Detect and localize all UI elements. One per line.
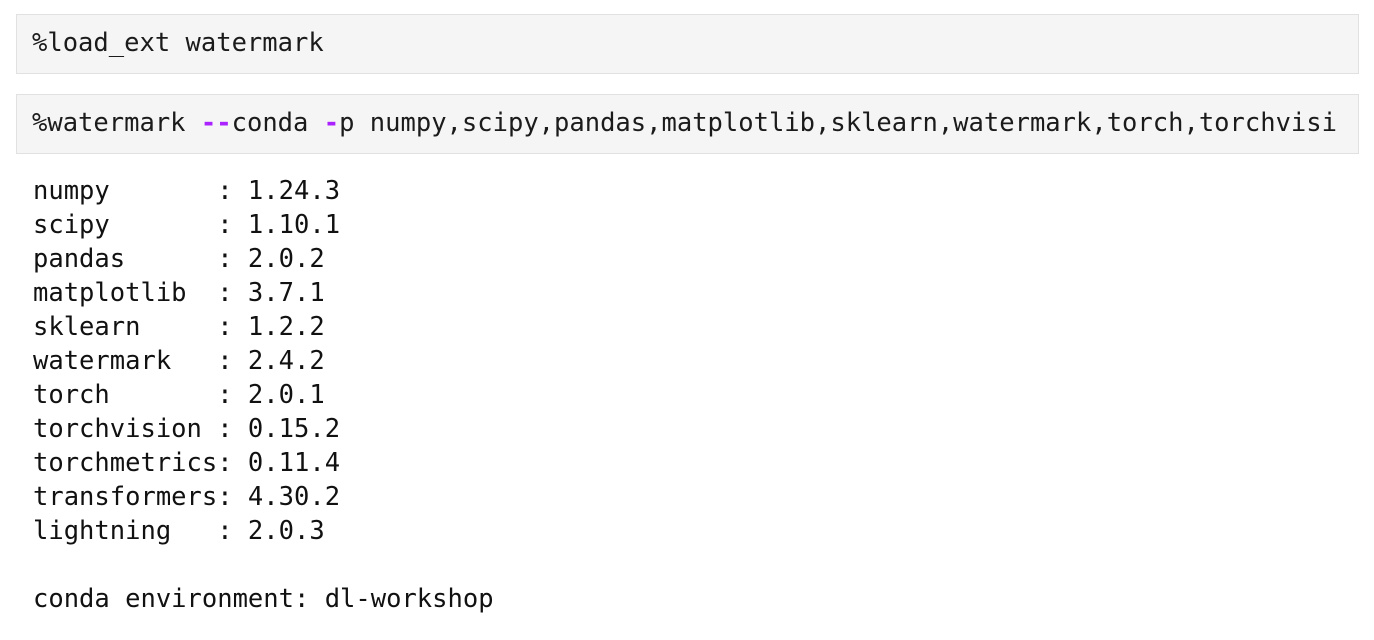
code-token-operator: -: [323, 108, 340, 138]
code-token: %load_ext watermark: [32, 28, 324, 58]
code-token: %watermark: [32, 108, 201, 138]
code-editor-1[interactable]: %load_ext watermark: [32, 29, 1343, 57]
code-token: conda: [231, 108, 324, 138]
code-cell-1[interactable]: %load_ext watermark: [16, 14, 1359, 74]
code-editor-2[interactable]: %watermark --conda -p numpy,scipy,pandas…: [32, 109, 1343, 137]
code-token: p numpy,scipy,pandas,matplotlib,sklearn,…: [339, 108, 1337, 138]
cell-output: numpy : 1.24.3 scipy : 1.10.1 pandas : 2…: [33, 176, 494, 614]
code-cell-2[interactable]: %watermark --conda -p numpy,scipy,pandas…: [16, 94, 1359, 154]
code-token-operator: --: [200, 108, 232, 138]
